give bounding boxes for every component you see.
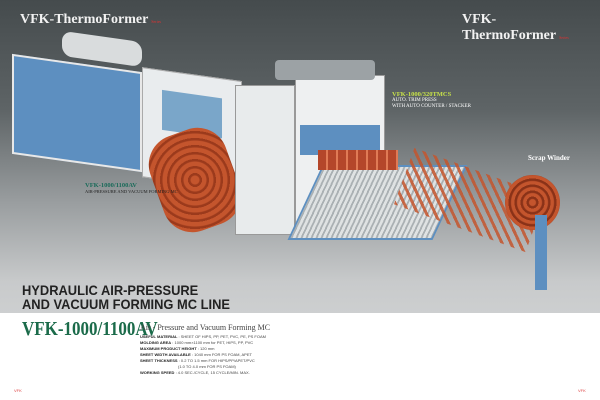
spec-list: USEFUL MATERIAL : SHEET OF HIPS, PP, PET…: [140, 334, 266, 376]
spec-row: (1.0 TO 4.0 mm FOR PS FOAM): [140, 364, 266, 370]
spec-label: SHEET THICKNESS: [140, 358, 178, 363]
model-name: VFK-1000/1100AV: [22, 318, 158, 340]
spec-value: 1040 mm FOR PS FOAM, APET: [194, 352, 252, 357]
cups: [318, 150, 398, 170]
brand-tag: Series: [559, 35, 569, 40]
brand-tag: Series: [151, 19, 162, 24]
brand-left-text: VFK-ThermoFormer: [20, 12, 149, 27]
spec-row: SHEET WIDTH AVAILABLE : 1040 mm FOR PS F…: [140, 352, 252, 357]
winder-caption: Scrap Winder: [528, 154, 570, 162]
scrap-winder: [505, 175, 565, 295]
spec-value: 1000 mm×1100 mm for PET, HIPS, PP, PVC: [174, 340, 254, 345]
trim-line2: WITH AUTO COUNTER / STACKER: [392, 104, 471, 109]
trim-line1: AUTO. TRIM PRESS: [392, 98, 437, 103]
brand-right-text: VFK-ThermoFormer: [462, 12, 557, 43]
spec-row: USEFUL MATERIAL : SHEET OF HIPS, PP, PET…: [140, 334, 266, 339]
spec-value: 120 mm: [200, 346, 215, 351]
spec-value: (1.0 TO 4.0 mm FOR PS FOAM): [178, 364, 236, 369]
trim-model: VFK-1000/320TMCS: [392, 91, 452, 98]
spec-row: WORKING SPEED : 4.0 SEC./CYCLE, 15 CYCLE…: [140, 370, 250, 375]
spec-label: MOLDING AREA: [140, 340, 172, 345]
footer-left: VFK: [14, 388, 22, 393]
title-line1: HYDRAULIC AIR-PRESSURE: [22, 282, 199, 298]
spec-label: USEFUL MATERIAL: [140, 334, 178, 339]
title-line2: AND VACUUM FORMING MC LINE: [22, 296, 230, 312]
spec-row: MOLDING AREA : 1000 mm×1100 mm for PET, …: [140, 340, 254, 345]
spec-label: MAXIMUM PRODUCT HEIGHT: [140, 346, 197, 351]
forming-desc: AIR-PRESSURE AND VACUUM FORMING MC: [85, 189, 178, 194]
spec-label: SHEET WIDTH AVAILABLE: [140, 352, 191, 357]
footer-right: VFK: [578, 388, 586, 393]
forming-model: VFK-1000/1100AV: [85, 182, 137, 189]
spec-label: WORKING SPEED: [140, 370, 175, 375]
spec-row: MAXIMUM PRODUCT HEIGHT : 120 mm: [140, 346, 215, 351]
spec-value: 0.2 TO 1.5 mm FOR HIPS/PP/APET/PVC: [180, 358, 255, 363]
spec-row: SHEET THICKNESS : 0.2 TO 1.5 mm FOR HIPS…: [140, 358, 255, 363]
spec-value: 4.0 SEC./CYCLE, 15 CYCLE/MIN. MAX.: [177, 370, 250, 375]
spec-value: SHEET OF HIPS, PP, PET, PVC, PE, PS FOAM: [180, 334, 266, 339]
subtitle: Air - Pressure and Vacuum Forming MC: [140, 323, 271, 332]
